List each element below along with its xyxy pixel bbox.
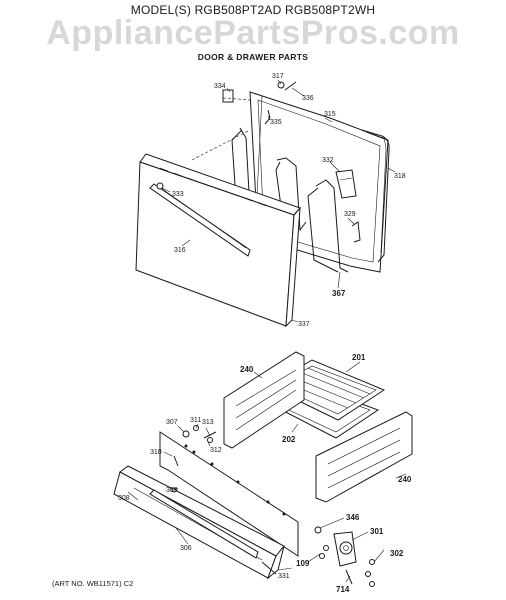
callout-201: 201	[352, 353, 366, 362]
callout-318: 318	[394, 173, 406, 180]
callout-335: 335	[270, 119, 282, 126]
leader-lines	[127, 79, 407, 583]
drawer-side-left	[223, 351, 305, 449]
callout-240-right: 240	[398, 475, 412, 484]
callout-317: 317	[272, 73, 284, 80]
door-hinge-clip	[351, 221, 361, 243]
drawer-small-parts	[171, 425, 277, 575]
callout-336: 336	[302, 95, 314, 102]
callout-202: 202	[282, 435, 296, 444]
drawer-side-right	[315, 411, 413, 503]
outer-door-panel	[135, 153, 301, 328]
callout-306: 306	[180, 545, 192, 552]
callout-313: 313	[202, 419, 214, 426]
callout-329: 329	[344, 211, 356, 218]
callout-109: 109	[296, 559, 310, 568]
callout-346: 346	[346, 513, 360, 522]
callout-301: 301	[370, 527, 384, 536]
callout-309: 309	[166, 487, 178, 494]
callout-307: 307	[166, 419, 178, 426]
callout-315: 315	[324, 111, 336, 118]
callout-308: 308	[118, 495, 130, 502]
callout-310: 310	[150, 449, 162, 456]
callout-714: 714	[336, 585, 350, 594]
door-gasket	[361, 129, 390, 263]
section-title: DOOR & DRAWER PARTS	[197, 52, 309, 62]
drawer-front	[113, 465, 285, 580]
callout-240-left: 240	[240, 365, 254, 374]
callout-337: 337	[298, 321, 310, 328]
callout-331: 331	[278, 573, 290, 580]
drawer-back-panel	[159, 431, 299, 557]
callout-302: 302	[390, 549, 404, 558]
drawer-roller-hardware	[314, 526, 375, 587]
watermark: AppliancePartsPros.com	[46, 14, 460, 52]
callout-367: 367	[332, 289, 346, 298]
callout-311: 311	[190, 417, 201, 424]
callout-312: 312	[210, 447, 222, 454]
callout-316: 316	[174, 247, 186, 254]
art-number: (ART NO. WB11571) C2	[52, 579, 134, 588]
model-numbers-title: MODEL(S) RGB508PT2AD RGB508PT2WH	[130, 3, 376, 17]
callout-332: 332	[322, 157, 334, 164]
door-dashed-leaders	[191, 97, 251, 161]
callout-333: 333	[172, 191, 184, 198]
door-small-parts	[222, 81, 297, 125]
callout-334: 334	[214, 83, 226, 90]
door-bracket	[335, 169, 357, 199]
